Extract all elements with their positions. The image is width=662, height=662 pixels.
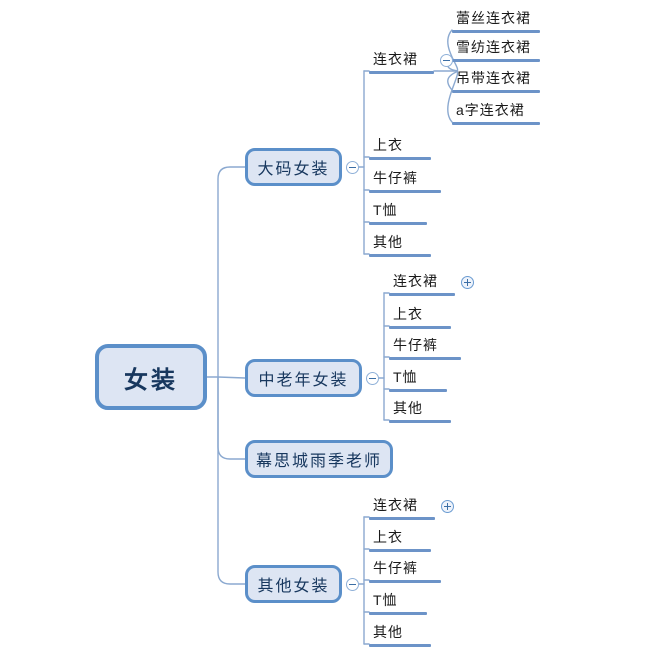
circle-minus-icon[interactable] [346,160,359,174]
leaf-node-0-3[interactable]: T恤 [369,200,427,222]
node-label: 牛仔裤 [393,337,438,353]
root-node-women-wear[interactable]: 女装 [95,344,207,410]
node-label: 连衣裙 [393,273,438,289]
node-label: 吊带连衣裙 [456,70,531,86]
leaf-node-0-1[interactable]: 上衣 [369,135,431,157]
node-label: 其他 [373,624,403,640]
leaf-node-1-4[interactable]: 其他 [389,398,451,420]
node-label: 其他 [393,400,423,416]
leaf-node-0-4[interactable]: 其他 [369,232,431,254]
leaf-node-1-2[interactable]: 牛仔裤 [389,335,461,357]
node-label: T恤 [373,592,398,608]
node-label: 连衣裙 [373,51,418,67]
node-label: 其他 [373,234,403,250]
circle-minus-icon[interactable] [366,371,379,385]
leaf-node-1-0[interactable]: 连衣裙 [389,271,455,293]
branch-node-0[interactable]: 大码女装 [245,148,342,186]
node-label: 其他女装 [257,578,330,595]
node-label: 蕾丝连衣裙 [456,10,531,26]
circle-plus-icon[interactable] [441,500,454,513]
leaf-node-3-1[interactable]: 上衣 [369,527,431,549]
node-label: 上衣 [373,529,403,545]
node-label: 连衣裙 [373,497,418,513]
leaf-node-0-0-3[interactable]: a字连衣裙 [452,100,540,122]
node-label: 女装 [124,366,178,394]
node-label: 牛仔裤 [373,170,418,186]
node-label: 上衣 [373,137,403,153]
circle-minus-icon[interactable] [440,54,453,67]
node-label: 大码女装 [257,161,330,178]
leaf-node-1-1[interactable]: 上衣 [389,304,451,326]
circle-minus-icon[interactable] [346,577,359,591]
branch-node-2[interactable]: 幕思城雨季老师 [245,440,393,478]
leaf-node-3-3[interactable]: T恤 [369,590,427,612]
leaf-node-3-2[interactable]: 牛仔裤 [369,558,441,580]
leaf-node-3-4[interactable]: 其他 [369,622,431,644]
node-label: 雪纺连衣裙 [456,39,531,55]
leaf-node-1-3[interactable]: T恤 [389,367,447,389]
leaf-node-0-0-1[interactable]: 雪纺连衣裙 [452,37,540,59]
branch-node-3[interactable]: 其他女装 [245,565,342,603]
node-label: 中老年女装 [258,372,349,389]
node-label: 幕思城雨季老师 [255,453,382,470]
branch-node-1[interactable]: 中老年女装 [245,359,362,397]
circle-plus-icon[interactable] [461,276,474,289]
node-label: 牛仔裤 [373,560,418,576]
leaf-node-0-2[interactable]: 牛仔裤 [369,168,441,190]
node-label: T恤 [393,369,418,385]
node-label: 上衣 [393,306,423,322]
node-label: T恤 [373,202,398,218]
leaf-node-0-0-2[interactable]: 吊带连衣裙 [452,68,540,90]
node-label: a字连衣裙 [456,102,525,118]
leaf-node-0-0[interactable]: 连衣裙 [369,49,434,71]
leaf-node-0-0-0[interactable]: 蕾丝连衣裙 [452,8,540,30]
leaf-node-3-0[interactable]: 连衣裙 [369,495,435,517]
